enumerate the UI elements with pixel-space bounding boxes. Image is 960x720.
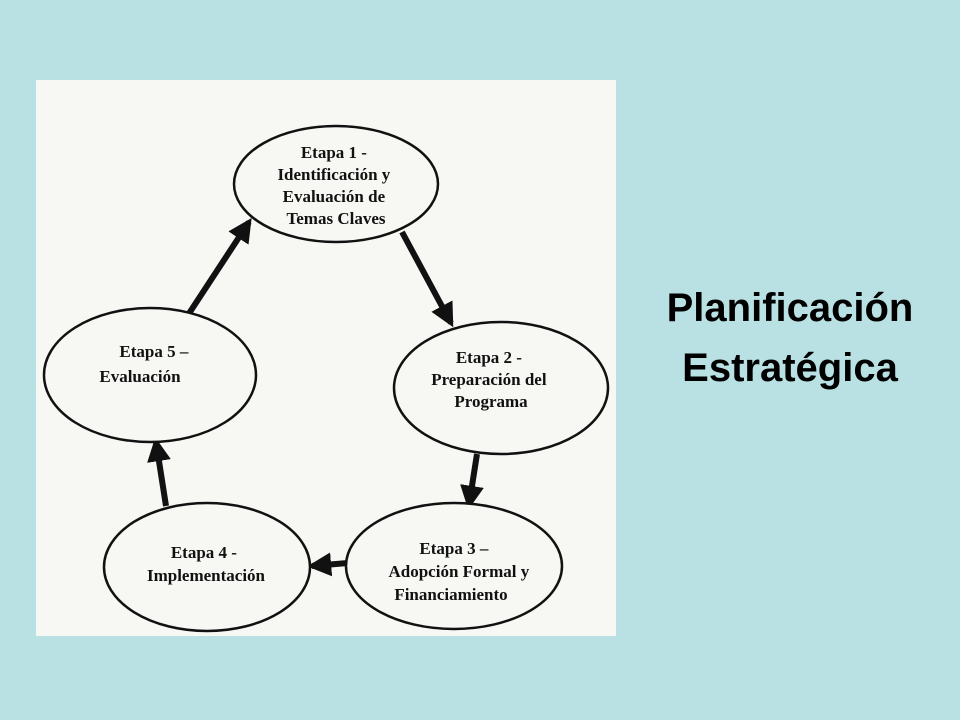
stage-3-line-1: Etapa 3 – — [419, 539, 488, 558]
stage-2-line-2: Preparación del — [431, 370, 547, 389]
stage-5-node: Etapa 5 – Evaluación — [42, 306, 258, 444]
stage-5-line-2: Evaluación — [99, 367, 181, 386]
stage-4-line-2: Implementación — [147, 566, 266, 585]
stage-1-line-2: Identificación y — [277, 165, 390, 184]
svg-text:Etapa 2 - Preparación: Etapa 2 - Preparación del Programa — [431, 348, 551, 411]
slide-title: Planificación Estratégica — [620, 278, 960, 398]
arrow-stage4-to-stage5 — [147, 437, 171, 507]
stage-3-line-2: Adopción Formal y — [389, 562, 530, 581]
stage-3-node: Etapa 3 – Adopción Formal y Financiamien… — [344, 501, 564, 631]
scanned-diagram-panel: Etapa 1 - Identificación y Evaluación de… — [36, 80, 616, 636]
stage-2-node: Etapa 2 - Preparación del Programa — [392, 320, 610, 456]
stage-3-line-3: Financiamiento — [394, 585, 507, 604]
stage-1-line-4: Temas Claves — [286, 209, 385, 228]
stage-1-line-1: Etapa 1 - — [301, 143, 367, 162]
planning-cycle-diagram: Etapa 1 - Identificación y Evaluación de… — [42, 124, 610, 633]
stage-4-line-1: Etapa 4 - — [171, 543, 237, 562]
stage-1-line-3: Evaluación de — [283, 187, 386, 206]
stage-1-node: Etapa 1 - Identificación y Evaluación de… — [232, 124, 440, 244]
arrow-stage5-to-stage1 — [185, 217, 252, 317]
stage-4-node: Etapa 4 - Implementación — [102, 501, 312, 633]
stage-2-line-3: Programa — [454, 392, 528, 411]
arrow-stage2-to-stage3 — [460, 453, 484, 510]
svg-text:Etapa 4 - Implementaci: Etapa 4 - Implementación — [147, 543, 266, 585]
stage-2-line-1: Etapa 2 - — [456, 348, 522, 367]
arrow-stage1-to-stage2 — [399, 230, 454, 328]
arrow-stage3-to-stage4 — [307, 552, 349, 577]
svg-text:Etapa 1 - Identificaci: Etapa 1 - Identificación y Evaluación de… — [277, 143, 394, 228]
stage-5-line-1: Etapa 5 – — [119, 342, 188, 361]
svg-text:Etapa 3 – Adopción For: Etapa 3 – Adopción Formal y Financiamien… — [389, 539, 534, 604]
title-line-2: Estratégica — [682, 346, 898, 390]
title-line-1: Planificación — [666, 286, 914, 330]
svg-text:Etapa 5 – Evaluación: Etapa 5 – Evaluación — [99, 342, 192, 386]
